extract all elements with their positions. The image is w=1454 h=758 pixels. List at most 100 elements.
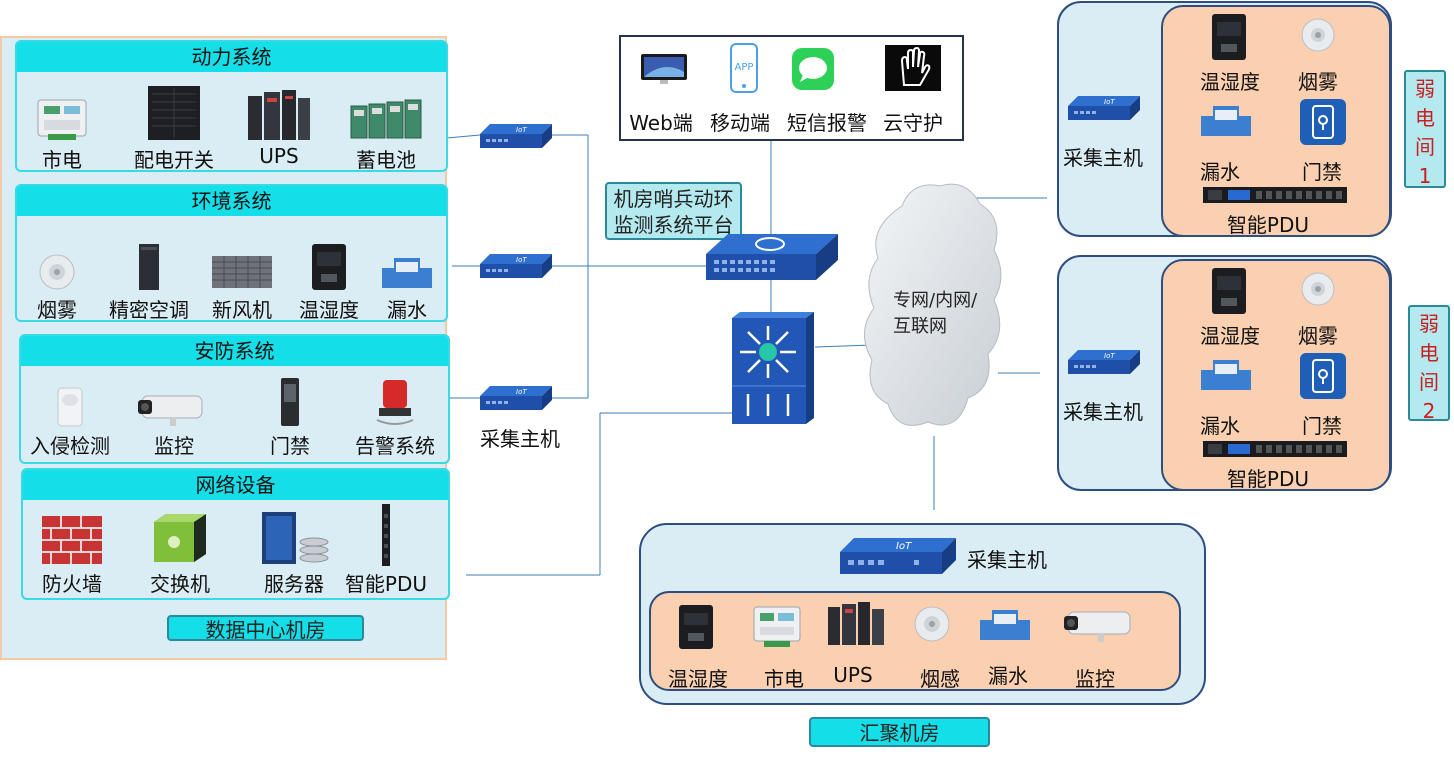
platform-server-icon bbox=[706, 234, 838, 280]
iot-gateway-text: IoT bbox=[516, 256, 527, 264]
device-intrusion-label: 入侵检测 bbox=[30, 434, 110, 458]
platform-label: 机房哨兵动环 监测系统平台 bbox=[605, 182, 742, 240]
weak-room-1-collector: IoT bbox=[1066, 94, 1142, 126]
iot-gateway-text: IoT bbox=[516, 126, 527, 134]
ups-icon bbox=[826, 601, 886, 651]
weak-room-2-item-temp: 温湿度 bbox=[1200, 324, 1260, 348]
temp-humidity-sensor-icon bbox=[1210, 266, 1248, 320]
iot-gateway-icon: IoT bbox=[480, 124, 552, 148]
camera-icon bbox=[138, 395, 203, 426]
device-access: 门禁 bbox=[245, 366, 335, 459]
device-firewall: 防火墙 bbox=[27, 504, 117, 597]
weak-room-2-pdu-label: 智能PDU bbox=[1226, 467, 1310, 491]
weak-room-2-item-smoke: 烟雾 bbox=[1298, 324, 1338, 348]
iot-gateway-icon: IoT bbox=[840, 538, 956, 574]
pdu-strip-icon bbox=[1202, 186, 1348, 208]
weak-room-1-collector-label: 采集主机 bbox=[1063, 146, 1143, 170]
aggregation-item-ups: UPS bbox=[833, 663, 873, 687]
aggregation-collector: IoT bbox=[838, 536, 958, 580]
camera-icon bbox=[1062, 608, 1140, 648]
electric-meter-icon bbox=[752, 603, 802, 653]
cloud-icon bbox=[864, 183, 1002, 426]
core-switch bbox=[730, 310, 816, 430]
network-devices-title: 网络设备 bbox=[23, 470, 448, 500]
device-fresh-air-label: 新风机 bbox=[212, 298, 272, 322]
weak-room-1-pdu-label: 智能PDU bbox=[1226, 213, 1310, 237]
device-ups-label: UPS bbox=[259, 144, 299, 168]
web-icon bbox=[639, 52, 689, 90]
device-switch-label: 交换机 bbox=[150, 572, 210, 596]
device-server: 服务器 bbox=[249, 504, 339, 597]
temp-humidity-sensor-icon bbox=[312, 244, 346, 290]
environment-system-title: 环境系统 bbox=[17, 186, 446, 216]
cloud-label: 专网/内网/互联网 bbox=[893, 290, 978, 337]
smoke-detector-icon bbox=[39, 254, 75, 290]
device-camera: 监控 bbox=[129, 366, 219, 459]
collector-label-left: 采集主机 bbox=[480, 427, 560, 451]
leak-sensor-icon bbox=[1197, 354, 1257, 398]
aggregation-item-temp: 温湿度 bbox=[668, 667, 728, 691]
device-battery-label: 蓄电池 bbox=[356, 148, 416, 172]
device-server-label: 服务器 bbox=[264, 572, 324, 596]
data-center-title: 数据中心机房 bbox=[167, 615, 364, 642]
mobile-app-icon: APP bbox=[729, 43, 759, 97]
weak-room-2-collector: IoT bbox=[1066, 348, 1142, 380]
aggregation-collector-label: 采集主机 bbox=[967, 548, 1047, 572]
temp-humidity-sensor-icon bbox=[677, 603, 715, 655]
collector-environment: IoT bbox=[478, 252, 554, 284]
weak-room-1-tag-char: 1 bbox=[1418, 164, 1432, 188]
collector-power: IoT bbox=[478, 122, 554, 154]
device-mains-label: 市电 bbox=[42, 148, 82, 172]
aggregation-item-mains: 市电 bbox=[764, 667, 804, 691]
channel-cloud-guard: 云守护 bbox=[883, 111, 943, 135]
device-battery: 蓄电池 bbox=[341, 80, 431, 173]
platform-label-line2: 监测系统平台 bbox=[613, 213, 734, 237]
firewall-icon bbox=[42, 516, 102, 564]
network-switch-icon bbox=[154, 514, 206, 562]
alarm-light-icon bbox=[376, 380, 414, 425]
device-camera-label: 监控 bbox=[154, 434, 194, 458]
iot-gateway-icon: IoT bbox=[1068, 96, 1140, 120]
door-access-icon bbox=[1299, 98, 1347, 150]
weak-room-2-tag: 弱 电 间 2 bbox=[1408, 305, 1450, 423]
temp-humidity-sensor-icon bbox=[1210, 12, 1248, 66]
security-system-title: 安防系统 bbox=[21, 336, 448, 366]
weak-room-2-tag-char: 间 bbox=[1419, 370, 1439, 394]
iot-gateway-text: IoT bbox=[1104, 98, 1115, 106]
iot-gateway-icon: IoT bbox=[480, 386, 552, 410]
weak-room-2-tag-char: 2 bbox=[1422, 399, 1436, 423]
device-smoke: 烟雾 bbox=[12, 230, 102, 323]
weak-room-2-collector-label: 采集主机 bbox=[1063, 400, 1143, 424]
weak-room-1-item-smoke: 烟雾 bbox=[1298, 70, 1338, 94]
device-pdu: 智能PDU bbox=[341, 504, 431, 597]
device-temp-humidity-label: 温湿度 bbox=[299, 298, 359, 322]
pdu-icon bbox=[382, 504, 390, 566]
weak-room-2-tag-char: 弱 bbox=[1419, 312, 1439, 336]
intrusion-detector-icon bbox=[57, 387, 83, 427]
device-power-switch: 配电开关 bbox=[129, 80, 219, 173]
weak-room-2-tag-char: 电 bbox=[1419, 341, 1439, 365]
device-precision-ac-label: 精密空调 bbox=[109, 298, 189, 322]
device-switch: 交换机 bbox=[135, 504, 225, 597]
smoke-detector-icon bbox=[1298, 16, 1338, 58]
leak-sensor-icon bbox=[382, 258, 432, 288]
device-alarm-label: 告警系统 bbox=[355, 434, 435, 458]
aggregation-item-smoke: 烟感 bbox=[920, 667, 960, 691]
server-icon bbox=[262, 512, 329, 564]
device-mains: 市电 bbox=[17, 80, 107, 173]
device-smoke-label: 烟雾 bbox=[37, 298, 77, 322]
aggregation-item-leak: 漏水 bbox=[988, 664, 1028, 688]
electric-meter-icon bbox=[37, 99, 87, 140]
device-precision-ac: 精密空调 bbox=[104, 230, 194, 323]
ups-icon bbox=[248, 90, 310, 140]
iot-gateway-text: IoT bbox=[1104, 352, 1115, 360]
weak-room-1-tag-char: 间 bbox=[1415, 135, 1435, 159]
cloud-guard-icon bbox=[885, 45, 941, 95]
iot-gateway-icon: IoT bbox=[480, 254, 552, 278]
device-alarm: 告警系统 bbox=[350, 366, 440, 459]
channel-web: Web端 bbox=[629, 111, 693, 135]
smoke-detector-icon bbox=[1298, 270, 1338, 312]
network-devices-panel: 网络设备 防火墙 交换机 服务器 智能PDU bbox=[21, 468, 450, 600]
iot-gateway-text: IoT bbox=[896, 541, 912, 552]
